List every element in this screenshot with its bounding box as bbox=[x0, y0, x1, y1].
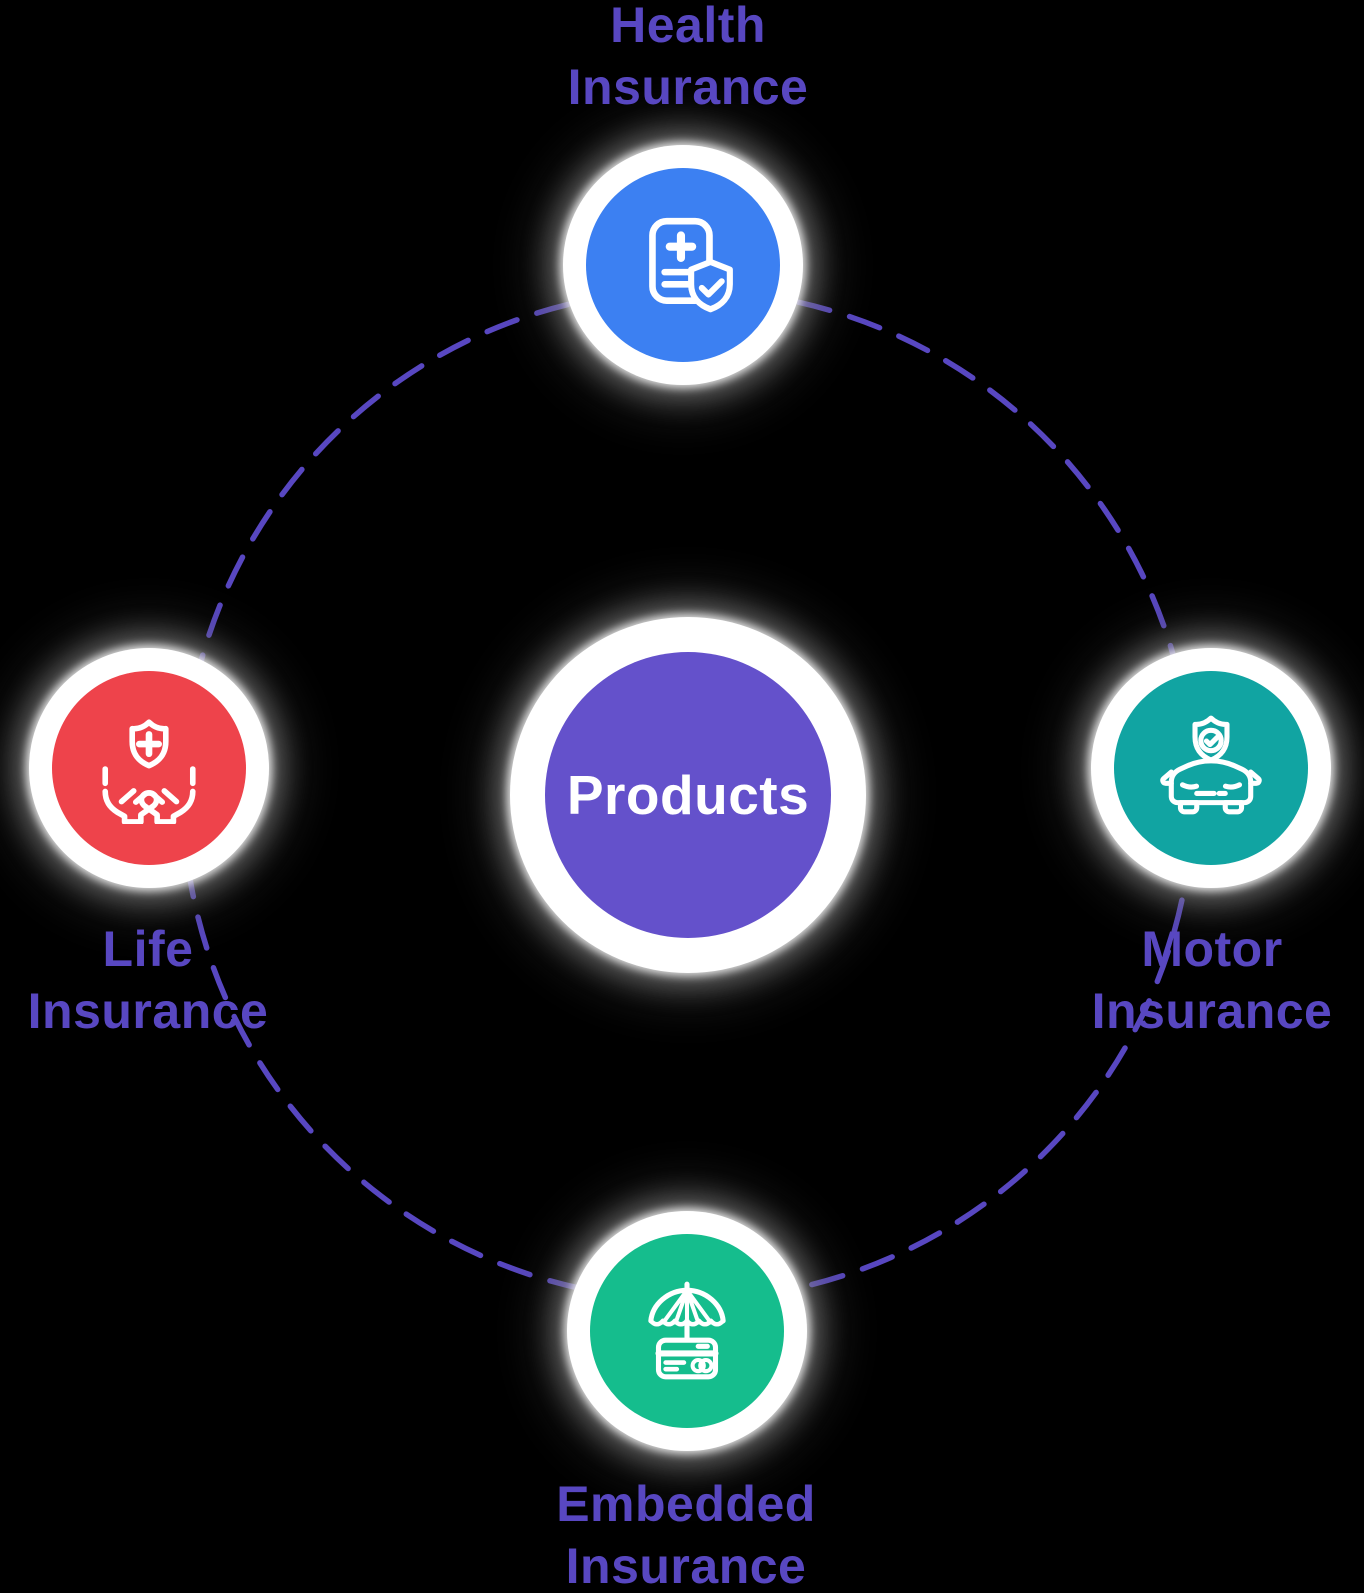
health-insurance-node bbox=[563, 145, 803, 385]
motor-insurance-label: Motor Insurance bbox=[1091, 921, 1333, 1039]
hub-label: Products bbox=[566, 764, 810, 826]
hub-node: Products bbox=[510, 617, 866, 973]
embedded-insurance-label: Embedded Insurance bbox=[556, 1476, 816, 1593]
embedded-insurance-node bbox=[567, 1211, 807, 1451]
life-insurance-circle bbox=[52, 671, 246, 865]
health-insurance-circle bbox=[586, 168, 780, 362]
life-insurance-label: Life Insurance bbox=[27, 921, 269, 1039]
life-insurance-node bbox=[29, 648, 269, 888]
hub-circle: Products bbox=[545, 652, 831, 938]
umbrella-credit-card-icon bbox=[648, 1281, 726, 1380]
embedded-insurance-circle bbox=[590, 1234, 784, 1428]
motor-insurance-node bbox=[1091, 648, 1331, 888]
car-shield-check-icon bbox=[1160, 715, 1262, 815]
health-insurance-label: Health Insurance bbox=[567, 0, 809, 115]
hands-holding-shield-icon bbox=[102, 719, 196, 824]
motor-insurance-circle bbox=[1114, 671, 1308, 865]
medical-report-shield-icon bbox=[649, 217, 733, 313]
